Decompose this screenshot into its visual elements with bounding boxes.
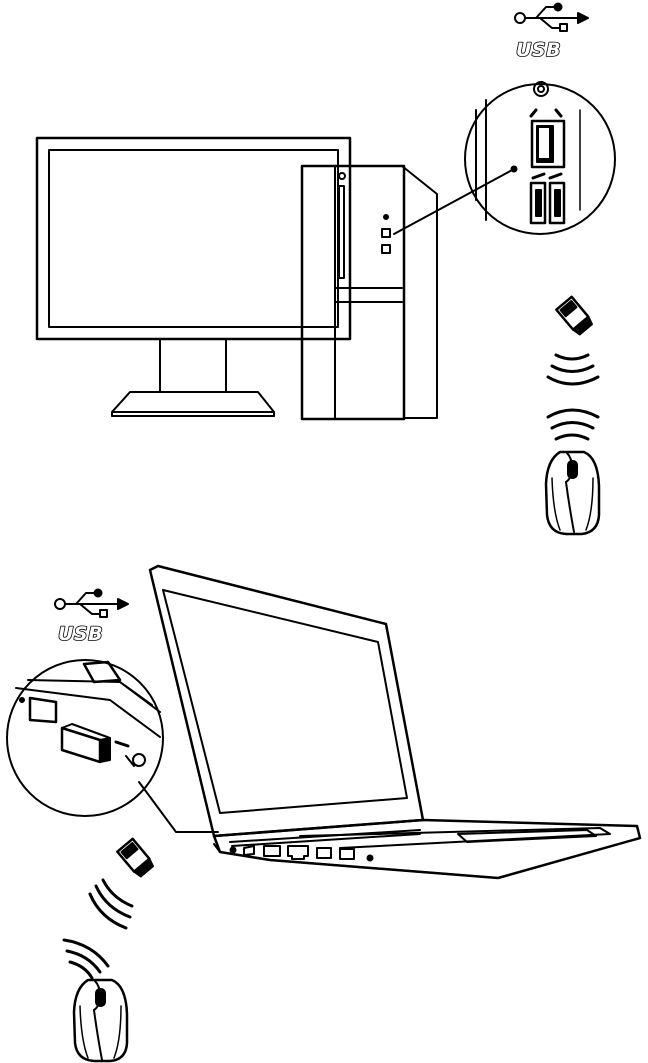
wireless-signal-icon: [548, 355, 598, 384]
usb-trident-icon: [515, 4, 588, 32]
usb-receiver-dongle-icon: [117, 839, 154, 878]
wireless-signal-icon: [64, 940, 108, 978]
usb-trident-icon: [55, 590, 128, 618]
usb-receiver-dongle-icon: [556, 297, 593, 336]
usb-port-magnifier-icon: [465, 82, 615, 234]
usb-label-bottom: USB: [58, 623, 103, 645]
wireless-mouse-icon: [546, 452, 599, 534]
wireless-signal-icon: [548, 410, 598, 439]
laptop-computer: [139, 566, 640, 878]
usb-port-magnifier-icon: [7, 660, 163, 816]
usb-label-top: USB: [516, 39, 561, 61]
wireless-mouse-icon: [74, 980, 127, 1061]
desktop-tower: [302, 166, 514, 419]
wireless-signal-icon: [90, 880, 132, 928]
